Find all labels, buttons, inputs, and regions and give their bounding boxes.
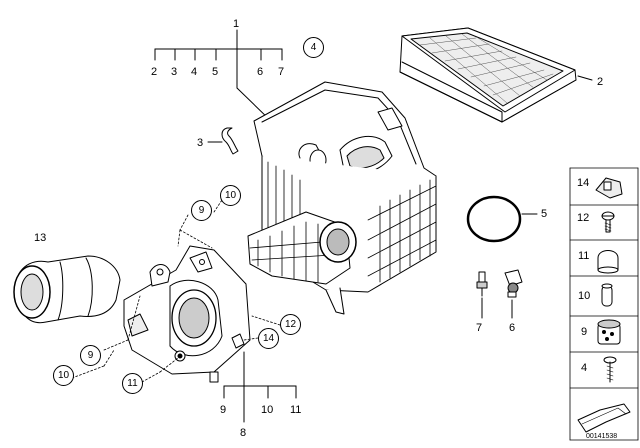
callout-13: 13 <box>34 232 47 244</box>
pressure-sensor <box>504 269 523 319</box>
clip-nut-icon <box>595 177 623 199</box>
callout-11-sub: 11 <box>290 404 302 416</box>
air-box-housing <box>247 81 437 315</box>
callout-14-circled: 14 <box>258 328 279 349</box>
callout-1: 1 <box>233 18 240 30</box>
callout-6-sub: 6 <box>257 66 264 78</box>
grommet-icon <box>601 283 613 307</box>
seal-ring <box>466 195 538 243</box>
temperature-sensor <box>476 271 488 319</box>
callout-4-circled: 4 <box>303 37 324 58</box>
intake-resonator <box>123 245 251 383</box>
arrow-icon <box>577 403 631 433</box>
callout-3-sub: 3 <box>171 66 178 78</box>
callout-11-circled: 11 <box>122 373 143 394</box>
sidebar-label-11: 11 <box>578 250 590 262</box>
hose-clip <box>207 127 239 155</box>
callout-7: 7 <box>476 322 483 334</box>
callout-2-sub: 2 <box>151 66 158 78</box>
callout-9-circled-top: 9 <box>191 200 212 221</box>
callout-9-circled-left: 9 <box>80 345 101 366</box>
screw-icon <box>601 211 615 233</box>
callout-5: 5 <box>541 208 548 220</box>
sidebar-label-10: 10 <box>578 290 591 302</box>
callout-10-sub: 10 <box>261 404 274 416</box>
callout-5-sub: 5 <box>212 66 219 78</box>
callout-7-sub: 7 <box>278 66 285 78</box>
sidebar-frame <box>569 167 639 441</box>
intake-snorkel <box>13 255 121 324</box>
callout-6: 6 <box>509 322 516 334</box>
callout-10-circled-top: 10 <box>220 185 241 206</box>
callout-4-sub: 4 <box>191 66 198 78</box>
sidebar-label-14: 14 <box>577 177 590 189</box>
callout-12-circled: 12 <box>280 314 301 335</box>
dashed-leaders <box>71 199 281 383</box>
leader-tree-8 <box>223 351 297 423</box>
sidebar-label-9: 9 <box>581 326 588 338</box>
sidebar-label-12: 12 <box>577 212 590 224</box>
callout-2: 2 <box>597 76 604 88</box>
rubber-cap-icon <box>597 250 619 274</box>
callout-8: 8 <box>240 427 247 439</box>
bolt-icon <box>603 356 617 383</box>
callout-9-sub: 9 <box>220 404 227 416</box>
rubber-mount-icon <box>597 319 621 345</box>
callout-3: 3 <box>197 137 204 149</box>
air-filter-element <box>399 27 577 123</box>
diagram-code: 00141538 <box>586 433 618 440</box>
sidebar-label-4: 4 <box>581 362 588 374</box>
callout-10-circled-left: 10 <box>53 365 74 386</box>
leader-2 <box>577 75 593 81</box>
